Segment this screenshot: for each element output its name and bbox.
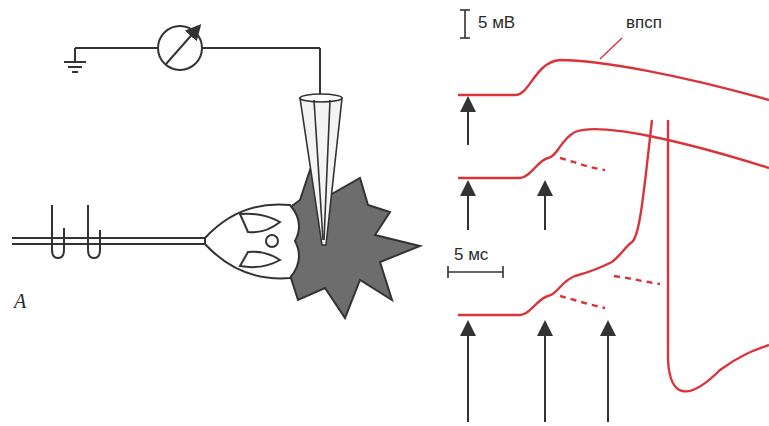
scale-bars: [448, 10, 503, 278]
axon: [12, 238, 205, 244]
voltmeter: [158, 26, 320, 100]
scale-label: 5 мс: [452, 246, 490, 265]
scale-label: 5 мВ: [476, 14, 517, 33]
ground-symbol: [64, 48, 158, 72]
presynaptic-terminal: [205, 204, 299, 278]
stimulating-electrodes: [52, 205, 100, 258]
trace-label: впсп: [624, 14, 664, 33]
micro-electrode: [300, 94, 342, 245]
potential-traces: [458, 38, 769, 391]
panel-letter: А: [12, 290, 28, 312]
